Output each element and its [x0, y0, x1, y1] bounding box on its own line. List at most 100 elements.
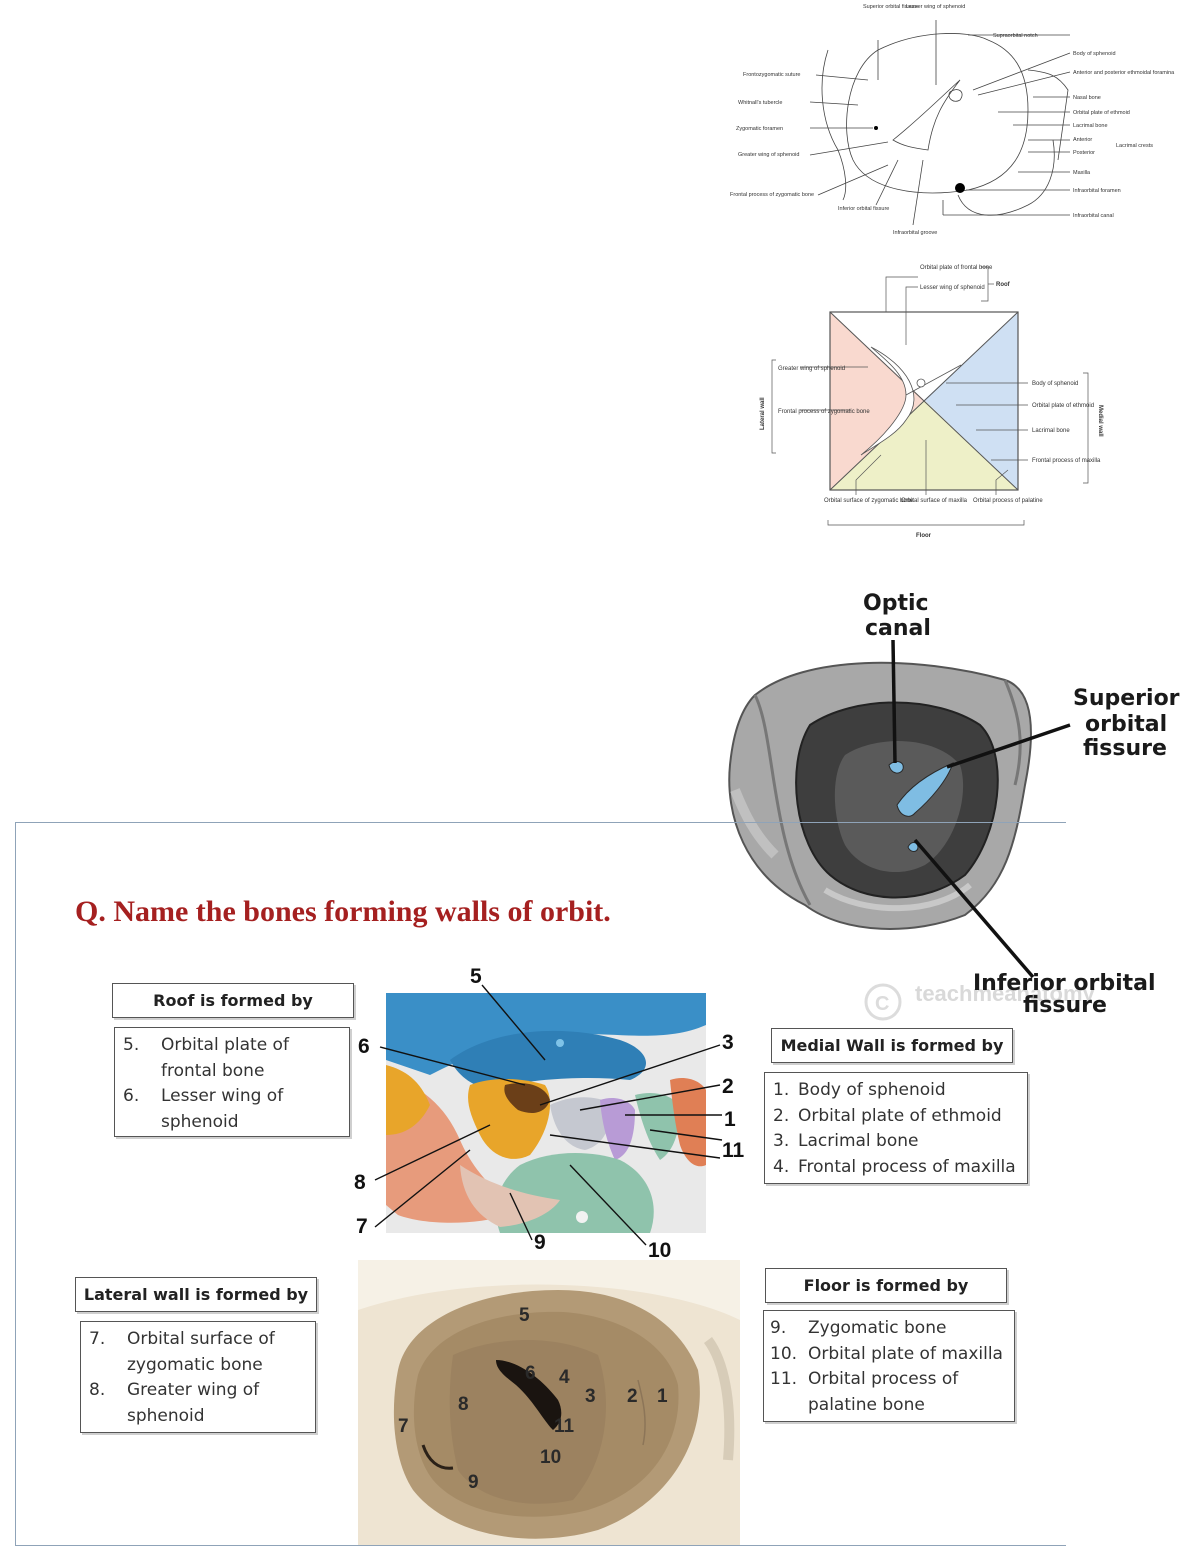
list-item: 11.Orbital process of	[770, 1369, 959, 1389]
photo-num-4: 4	[559, 1367, 570, 1388]
photo-num-11: 11	[554, 1416, 575, 1437]
fissure-shape	[860, 346, 915, 456]
copyright-icon	[864, 983, 902, 1021]
label-anterior: Anterior	[1073, 137, 1092, 143]
label-ethmoidal-foramina: Anterior and posterior ethmoidal foramin…	[1073, 70, 1175, 76]
label-superior-orbital-fissure: Superior orbital fissure	[863, 4, 918, 10]
label-superior-1: Superior	[1073, 686, 1180, 711]
label-zygomatic-foramen: Zygomatic foramen	[736, 126, 783, 132]
infraorbital-foramen-mark	[955, 183, 965, 193]
medial-wall-list: 1.Body of sphenoid 2.Orbital plate of et…	[764, 1072, 1028, 1184]
photo-num-6: 6	[525, 1363, 536, 1384]
photo-num-2: 2	[627, 1386, 638, 1407]
photo-num-1: 1	[657, 1386, 668, 1407]
label-lateral-greater-wing: Greater wing of sphenoid	[778, 366, 845, 372]
list-item: 2.Orbital plate of ethmoid	[773, 1105, 1002, 1126]
photo-fissure	[496, 1360, 562, 1430]
label-maxilla: Maxilla	[1073, 170, 1091, 176]
label-lacrimal-crests: Lacrimal crests	[1116, 143, 1153, 149]
color-num-2: 2	[722, 1075, 734, 1098]
lesser-wing-brown	[504, 1083, 550, 1113]
color-num-6: 6	[358, 1035, 370, 1058]
label-whitnall: Whitnall's tubercle	[738, 100, 782, 106]
medial-region	[924, 312, 1018, 490]
color-num-3: 3	[722, 1031, 734, 1054]
roof-list: 5.Orbital plate of frontal bone 6.Lesser…	[114, 1027, 350, 1137]
lateral-wall-header: Lateral wall is formed by	[75, 1277, 317, 1312]
photo-num-7: 7	[398, 1416, 409, 1437]
label-orbital-plate-ethmoid: Orbital plate of ethmoid	[1073, 110, 1130, 116]
label-optic-canal-1: Optic	[863, 591, 929, 616]
list-item: 9.Zygomatic bone	[770, 1318, 947, 1338]
floor-list: 9.Zygomatic bone 10.Orbital plate of max…	[763, 1310, 1015, 1422]
label-lateral-wall: Lateral wall	[760, 397, 766, 430]
list-item: sphenoid	[161, 1111, 239, 1132]
label-supraorbital-notch: Supraorbital notch	[993, 33, 1038, 39]
label-medial-body-sphenoid: Body of sphenoid	[1032, 381, 1078, 387]
zygomatic-outline	[821, 49, 847, 201]
label-medial-wall: Medial wall	[1097, 405, 1103, 437]
list-item: 6.Lesser wing of	[123, 1086, 284, 1106]
floor-region	[830, 400, 1018, 490]
color-num-11: 11	[722, 1139, 745, 1162]
label-lateral-frontal-process: Frontal process of zygomatic bone	[778, 409, 870, 415]
label-superior-2: orbital	[1085, 712, 1167, 737]
photo-num-9: 9	[468, 1472, 479, 1493]
question-title: Q. Name the bones forming walls of orbit…	[75, 895, 611, 928]
label-lesser-wing: Lesser wing of sphenoid	[906, 4, 965, 10]
label-posterior: Posterior	[1073, 150, 1095, 156]
photo-num-3: 3	[585, 1386, 596, 1407]
inferior-orbital-fissure-shape	[907, 842, 919, 852]
optic-canal-outline	[948, 89, 963, 102]
label-medial-lacrimal: Lacrimal bone	[1032, 428, 1070, 434]
label-infraorbital-groove: Infraorbital groove	[893, 230, 937, 236]
dry-skull-orbit-photo: 5 6 4 3 2 1 8 7 11 10 9	[358, 1260, 740, 1545]
color-num-7: 7	[356, 1215, 368, 1238]
label-floor-maxilla: Orbital surface of maxilla	[901, 498, 968, 504]
fissure-outline	[892, 79, 961, 151]
label-roof-orbital-plate-frontal: Orbital plate of frontal bone	[920, 265, 993, 271]
watermark-text: teachmeanatomy	[915, 981, 1096, 1006]
label-greater-wing: Greater wing of sphenoid	[738, 152, 799, 158]
orbit-line-diagram: Superior orbital fissure Lesser wing of …	[730, 4, 1175, 236]
label-lacrimal-bone: Lacrimal bone	[1073, 123, 1108, 129]
floor-header: Floor is formed by	[765, 1268, 1007, 1303]
color-num-1: 1	[724, 1108, 736, 1131]
label-roof: Roof	[996, 282, 1011, 288]
list-item: sphenoid	[127, 1405, 205, 1426]
lacrimal-green	[635, 1093, 680, 1160]
color-num-8: 8	[354, 1171, 366, 1194]
list-item: palatine bone	[808, 1394, 925, 1415]
lateral-region	[830, 312, 924, 490]
color-num-9: 9	[534, 1231, 546, 1254]
orbit-outline	[846, 33, 1029, 194]
photo-num-8: 8	[458, 1394, 469, 1415]
photo-num-10: 10	[540, 1447, 561, 1468]
label-medial-orbital-plate-ethmoid: Orbital plate of ethmoid	[1032, 403, 1094, 409]
label-floor-zygomatic: Orbital surface of zygomatic bone	[824, 498, 914, 504]
list-item: 3.Lacrimal bone	[773, 1131, 919, 1151]
lateral-wall-list: 7.Orbital surface of zygomatic bone 8.Gr…	[80, 1321, 316, 1433]
label-infraorbital-canal: Infraorbital canal	[1073, 213, 1114, 219]
list-item: 10.Orbital plate of maxilla	[770, 1343, 1003, 1364]
label-floor: Floor	[916, 533, 932, 539]
list-item: 4.Frontal process of maxilla	[773, 1156, 1016, 1177]
colored-orbit-figure: 5 6 3 2 1 11 8 7 9 10	[354, 965, 745, 1260]
orbit-walls-schematic: Orbital plate of frontal bone Lesser win…	[760, 265, 1103, 539]
slide-frame	[15, 822, 1066, 1546]
list-item: 7.Orbital surface of	[89, 1329, 275, 1349]
list-item: 1.Body of sphenoid	[773, 1080, 946, 1100]
color-num-10: 10	[648, 1239, 671, 1260]
label-inferior-2: fissure	[1023, 993, 1107, 1018]
color-num-5: 5	[470, 965, 482, 988]
label-infraorbital-foramen: Infraorbital foramen	[1073, 188, 1121, 194]
label-nasal-bone: Nasal bone	[1073, 95, 1101, 101]
list-item: 5.Orbital plate of	[123, 1035, 289, 1055]
skull-orbit-illustration: C teachmeanatomy Optic canal Superior or…	[728, 591, 1180, 1021]
label-frontozygomatic: Frontozygomatic suture	[743, 72, 800, 78]
maxilla-outline	[957, 139, 1055, 216]
label-frontal-process-zygomatic: Frontal process of zygomatic bone	[730, 192, 814, 198]
label-inferior-1: Inferior orbital	[973, 971, 1156, 996]
list-item: 8.Greater wing of	[89, 1380, 260, 1400]
roof-region	[830, 312, 1018, 400]
